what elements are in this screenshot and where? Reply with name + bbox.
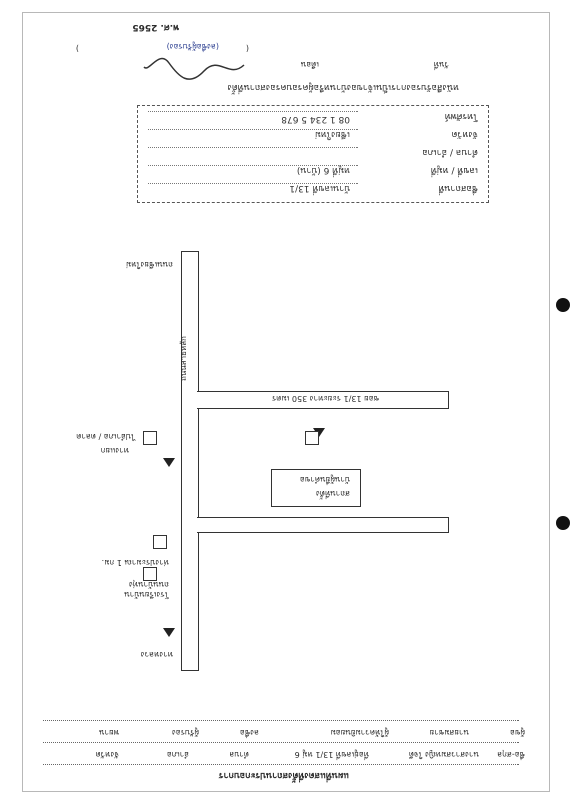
arrow-up-icon [163, 628, 175, 637]
header-line: หนังสือรับรองการเป็นเจ้าของบ้านหรือผู้คร… [227, 82, 459, 92]
road-horizontal-label: ซอย 13/1 ระยะทาง 350 เมตร [271, 394, 379, 403]
document-page: แผนที่แสดงที่ตั้งสถานประกอบการ ชื่อ-สกุล… [22, 12, 550, 792]
road-vertical-label: ถนนสายหลัก [179, 336, 188, 381]
date-label: วันที่ [433, 60, 449, 69]
target-location-box: สถานที่ตั้ง บ้านผู้ยื่นคำขอ [271, 469, 361, 507]
footer-row2-2: ผู้ให้ความยินยอม [330, 728, 389, 737]
side-road [197, 517, 449, 533]
footer-row2-4: ผู้รับรอง [171, 728, 199, 737]
info-label-3: จังหวัด [451, 129, 479, 139]
top-road-label: ถนนเชียงใหม่ [126, 260, 173, 269]
lower-place: โรงเรียนบ้าน [124, 590, 169, 599]
target-sub: บ้านผู้ยื่นคำขอ [300, 475, 350, 484]
binder-hole-icon [556, 516, 570, 530]
footer-title: แผนที่แสดงที่ตั้งสถานประกอบการ [218, 770, 349, 780]
info-value-0: บ้านเลขที่ 13/1 [289, 183, 350, 193]
rotated-content: แผนที่แสดงที่ตั้งสถานประกอบการ ชื่อ-สกุล… [23, 13, 549, 791]
footer-row2-3: ลงชื่อ [239, 728, 259, 737]
footer-row1-1: นางสาวสมหญิง ใจดี [408, 750, 479, 759]
info-value-3: เชียงใหม่ [314, 129, 350, 139]
footer-row2-1: นายสมชาย [429, 728, 469, 737]
place-marker-icon [143, 431, 157, 445]
info-value-1: หมู่ที่ 6 (บ้าน) [296, 165, 350, 175]
footer-row1-4: อำเภอ [166, 750, 189, 759]
target-marker-icon [305, 431, 319, 445]
footer-row1-3: ตำบล [229, 750, 249, 759]
info-label-1: เลขที่ / หมู่ที่ [430, 165, 478, 175]
info-label-2: ตำบล / อำเภอ [422, 147, 478, 157]
footer-row1-0: ชื่อ-สกุล [497, 750, 525, 759]
arrow-up-icon [163, 458, 175, 467]
year-text: พ.ศ. 2565 [132, 22, 179, 32]
main-road-vertical [181, 251, 199, 671]
footer-row1-5: จังหวัด [95, 750, 119, 759]
paren-close: ) [75, 44, 79, 53]
target-label: สถานที่ตั้ง [315, 489, 350, 498]
footer-section: แผนที่แสดงที่ตั้งสถานประกอบการ ชื่อ-สกุล… [23, 717, 549, 783]
left-upper-sub: ทางแยก [100, 446, 129, 455]
footer-row1-2: ที่อยู่เลขที่ 13/1 หมู่ 6 [294, 750, 369, 759]
bottom-road-label: ทางหลวง [140, 650, 173, 659]
school-marker-icon [153, 535, 167, 549]
place-marker-icon [143, 567, 157, 581]
month-label: เดือน [300, 60, 319, 69]
signature-note: (ลงชื่อผู้รับรอง) [166, 42, 219, 51]
binder-hole-icon [556, 298, 570, 312]
paren-open: ( [245, 44, 249, 53]
lower-place-sub: ห่างประมาณ 1 กม. [101, 558, 169, 567]
info-label-4: โทรศัพท์ [444, 111, 478, 121]
footer-row2-5: พยาน [99, 728, 119, 737]
info-value-4: 08 1 234 5 678 [281, 114, 350, 124]
info-box: ชื่อสถานที่ บ้านเลขที่ 13/1 เลขที่ / หมู… [137, 105, 489, 203]
footer-row2-0: ผู้ขอ [510, 728, 525, 737]
info-label-0: ชื่อสถานที่ [438, 183, 478, 193]
location-map: ทางหลวง ถนนสายหลัก ถนนเชียงใหม่ ถนนบ้านท… [23, 241, 549, 681]
left-upper-label: ไปอำเภอ / ตลาด [76, 432, 135, 441]
signature-icon [143, 57, 245, 80]
